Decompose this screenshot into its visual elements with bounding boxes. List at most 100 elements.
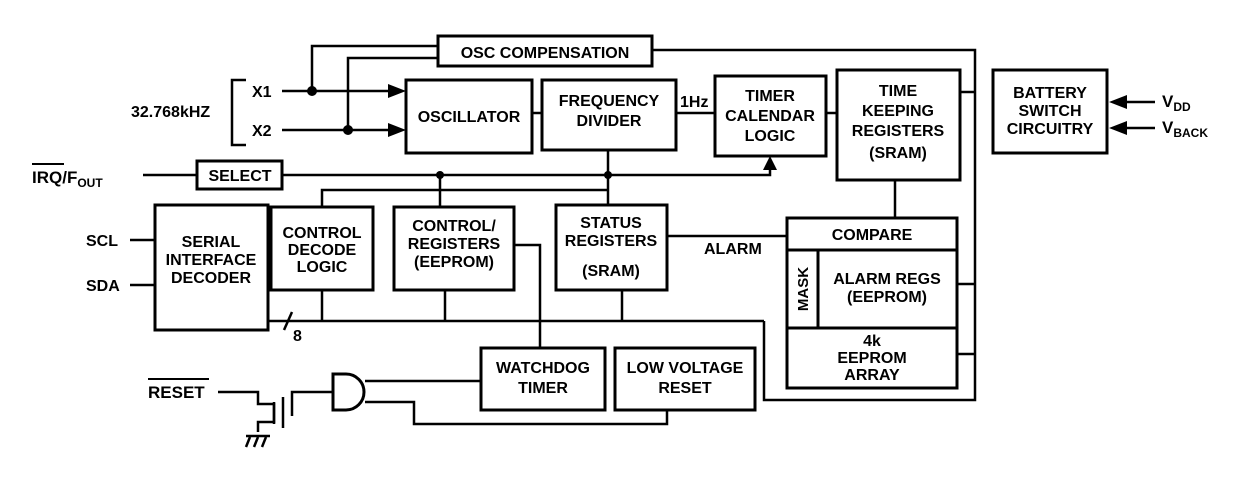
x1-label: X1 [252,84,272,101]
battery-label-3: CIRCUITRY [1007,121,1094,138]
junction-dot [604,171,612,179]
timekeeping-label-1: TIME [879,83,918,100]
vdd-label: VDD [1162,92,1191,114]
bus-slash [282,311,294,331]
battery-label-2: SWITCH [1018,103,1081,120]
sda-label: SDA [86,278,120,295]
timer-calendar-label-2: CALENDAR [725,108,815,125]
status-label-2: REGISTERS [565,233,658,250]
arrowheads [388,84,1127,170]
status-registers-block [554,203,669,292]
frequency-divider-block [540,78,678,152]
ctrl-regs-label-1: CONTROL/ [412,218,496,235]
eeprom-label-1: 4k [863,333,881,350]
lvr-label-1: LOW VOLTAGE [627,360,744,377]
irq-text: IRQ [32,168,62,187]
eeprom-label-2: EEPROM [837,350,906,367]
crystal-bracket [230,78,246,147]
vback-v-text: V [1162,118,1174,137]
timekeeping-label-3: REGISTERS [852,123,945,140]
x1-comp-wire [310,44,438,91]
junction-dot [343,125,353,135]
status-label-3: (SRAM) [582,263,640,280]
comp-right-wire [652,48,977,402]
ground-hatch-1 [244,436,252,448]
ground-hatch-2 [252,436,260,448]
lvr-label-2: RESET [658,380,712,397]
alarm-label: ALARM [704,241,762,258]
timekeeping-label-2: KEEPING [862,103,934,120]
select-block [195,159,284,191]
fet-channel [218,390,276,432]
irq-fout-label: IRQ/FOUT [32,168,103,190]
fd-timer-wire [440,168,772,177]
junction-dots [307,86,612,179]
watchdog-timer-block [479,346,607,412]
ctrl-decode-label-3: LOGIC [297,259,348,276]
status-label-1: STATUS [580,215,642,232]
lvr-and-wire [365,400,669,426]
ctrl-regs-label-2: REGISTERS [408,236,501,253]
vdd-arrow-icon [1109,95,1127,109]
serial-label-1: SERIAL [182,234,241,251]
x2-arrow-icon [388,123,406,137]
and-out-wire [290,390,333,416]
oscillator-label: OSCILLATOR [418,109,521,126]
scl-label: SCL [86,233,118,250]
timer-arrow-icon [763,156,777,170]
serial-label-2: INTERFACE [166,252,257,269]
timer-calendar-label-1: TIMER [745,88,795,105]
ctrl-decode-label-2: DECODE [288,242,357,259]
low-voltage-reset-block [613,346,757,412]
vback-arrow-icon [1109,121,1127,135]
vdd-v-text: V [1162,92,1174,111]
watchdog-label-2: TIMER [518,380,568,397]
ctrl-wd-wire [514,243,542,348]
eeprom-array-block [785,326,959,390]
frequency-divider-label-1: FREQUENCY [559,93,660,110]
vback-sub-text: BACK [1173,126,1208,140]
fout-f-text: /F [62,168,77,187]
ctrl-regs-label-3: (EEPROM) [414,254,494,271]
alarm-regs-outer [785,248,959,330]
serial-interface-block [153,203,270,332]
x2-comp-wire [346,56,438,130]
compare-label: COMPARE [832,227,913,244]
fout-sub-text: OUT [77,176,103,190]
junction-dot [307,86,317,96]
timer-calendar-label-3: LOGIC [745,128,796,145]
timekeeping-registers-block [835,68,962,182]
oscillator-block [404,78,534,155]
compare-block [785,216,959,252]
alarm-regs-label-2: (EEPROM) [847,289,927,306]
one-hz-label: 1Hz [680,94,708,111]
timekeeping-label-4: (SRAM) [869,145,927,162]
serial-label-3: DECODER [171,270,251,287]
crystal-frequency-label: 32.768kHZ [131,104,210,121]
bus-width-label: 8 [293,328,302,345]
alarm-regs-label-1: ALARM REGS [833,271,941,288]
battery-label-1: BATTERY [1013,85,1087,102]
frequency-divider-label-2: DIVIDER [577,113,642,130]
and-gate-icon [331,372,366,412]
ctrl-bus [320,188,608,207]
ctrl-decode-label-1: CONTROL [282,225,361,242]
control-registers-block [392,205,516,292]
osc-compensation-label: OSC COMPENSATION [461,45,630,62]
battery-switch-block [991,68,1109,155]
x1-arrow-icon [388,84,406,98]
block-labels: OSC COMPENSATION OSCILLATOR FREQUENCY DI… [166,45,1094,397]
control-decode-block [269,205,375,292]
signal-labels: 32.768kHZ X1 X2 1Hz ALARM SCL SDA 8 IRQ/… [32,84,1208,402]
osc-compensation-block [436,34,654,68]
mask-label: MASK [795,267,812,311]
timer-calendar-block [713,74,828,158]
reset-label: RESET [148,383,205,402]
watchdog-label-1: WATCHDOG [496,360,590,377]
junction-dot [436,171,444,179]
x2-label: X2 [252,123,272,140]
vdd-sub-text: DD [1173,100,1191,114]
vback-label: VBACK [1162,118,1208,140]
eeprom-label-3: ARRAY [844,367,900,384]
